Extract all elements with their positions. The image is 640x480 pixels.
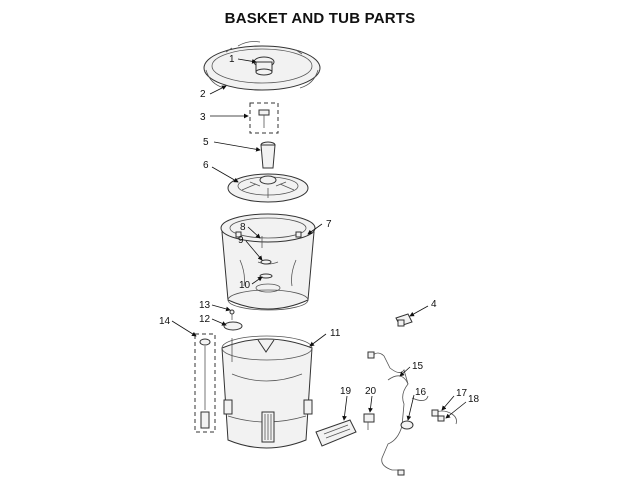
lid-lock-sensor — [395, 313, 413, 327]
tub-seal-and-screw — [223, 309, 243, 362]
leader-lines — [171, 58, 467, 421]
callout-4: 4 — [431, 299, 437, 310]
basket-bolt-group — [249, 102, 279, 134]
callout-19: 19 — [340, 386, 352, 397]
outer-tub — [221, 335, 313, 449]
wash-basket — [220, 213, 316, 311]
sensor-wire-end — [437, 415, 445, 422]
impeller — [227, 173, 309, 203]
callout-13: 13 — [199, 300, 211, 311]
callout-17: 17 — [456, 388, 468, 399]
callout-5: 5 — [203, 137, 209, 148]
instruction-card — [315, 419, 357, 447]
wire-connector — [431, 409, 457, 425]
callout-10: 10 — [239, 280, 251, 291]
callout-labels: 1 2 3 4 5 6 7 8 9 10 11 12 13 14 15 16 1… — [159, 54, 480, 405]
callout-3: 3 — [200, 112, 206, 123]
callout-16: 16 — [415, 387, 427, 398]
callout-18: 18 — [468, 394, 480, 405]
callout-2: 2 — [200, 89, 206, 100]
callout-6: 6 — [203, 160, 209, 171]
callout-7: 7 — [326, 219, 332, 230]
callout-11: 11 — [330, 328, 341, 339]
callout-12: 12 — [199, 314, 211, 325]
agitator-post — [260, 141, 276, 169]
callout-15: 15 — [412, 361, 424, 372]
diagram-title: BASKET AND TUB PARTS — [224, 10, 416, 27]
basket-hardware — [259, 236, 273, 279]
suspension-rod-group — [194, 333, 216, 433]
callout-8: 8 — [240, 222, 246, 233]
callout-14: 14 — [159, 316, 171, 327]
harness-clip — [400, 420, 414, 430]
agitator-cap — [253, 56, 275, 76]
callout-1: 1 — [229, 54, 235, 65]
callout-20: 20 — [365, 386, 377, 397]
callout-9: 9 — [238, 235, 244, 246]
fitting — [363, 413, 375, 430]
